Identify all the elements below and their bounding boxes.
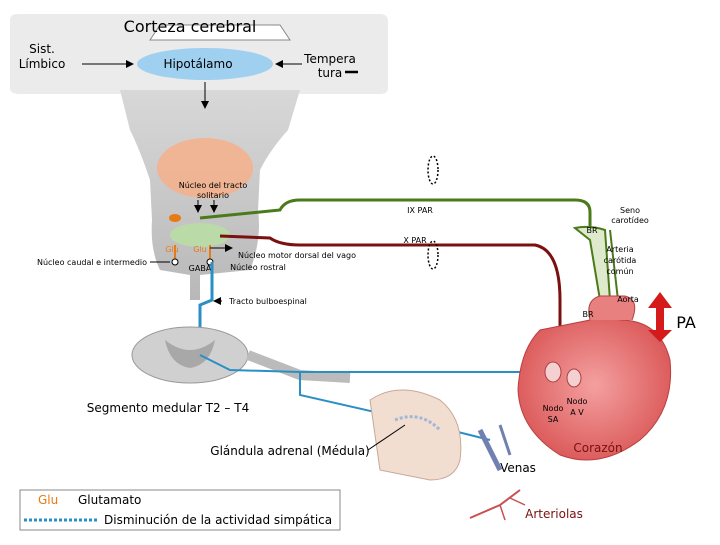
svg-text:tura: tura xyxy=(318,66,343,80)
svg-text:SA: SA xyxy=(548,415,559,424)
rostral-nucleus-label: Núcleo rostral xyxy=(230,263,286,272)
glu-label-right: Glu xyxy=(193,245,207,254)
spinal-cord-segment xyxy=(131,326,351,384)
adrenal-gland xyxy=(369,389,462,481)
svg-text:Núcleo del tracto: Núcleo del tracto xyxy=(179,181,248,190)
title-box xyxy=(149,24,291,41)
nts-region xyxy=(157,138,253,198)
legend-glu-abbr: Glu xyxy=(38,493,58,507)
limbic-label: Sist. Límbico xyxy=(19,42,66,71)
adrenal-pointer xyxy=(367,424,406,451)
legend-glu-text: Glutamato xyxy=(78,493,141,507)
legend-dashed-text: Disminución de la actividad simpática xyxy=(104,513,332,527)
pa-indicator xyxy=(648,292,672,342)
aorta-label: Aorta xyxy=(617,295,639,304)
ix-par-nerve xyxy=(199,198,592,228)
ix-par-label: IX PAR xyxy=(407,206,433,215)
legend: Glu Glutamato Disminución de la activida… xyxy=(19,489,341,531)
veins-branch xyxy=(498,424,512,456)
title: Corteza cerebral xyxy=(124,17,257,36)
svg-text:Arteria: Arteria xyxy=(606,245,633,254)
arterioles xyxy=(469,489,526,521)
svg-text:Nodo: Nodo xyxy=(543,404,564,413)
arterioles-label: Arteriolas xyxy=(525,507,583,521)
gaba-label: GABA xyxy=(189,264,212,273)
caudal-nucleus-label: Núcleo caudal e intermedio xyxy=(37,258,147,267)
svg-text:carotídeo: carotídeo xyxy=(611,216,649,225)
svg-text:carótida: carótida xyxy=(604,255,637,265)
common-carotid-label: Arteria carótida común xyxy=(604,245,637,276)
glu-label-left: Glu xyxy=(165,245,179,254)
x-par-label: X PAR xyxy=(403,236,427,245)
svg-text:Sist.: Sist. xyxy=(29,42,55,56)
av-node-label: Nodo A V xyxy=(567,397,588,417)
segment-label: Segmento medular T2 – T4 xyxy=(87,401,249,415)
veins xyxy=(477,428,503,472)
svg-text:común: común xyxy=(606,267,633,276)
carotid-sinus-label: Seno carotídeo xyxy=(611,206,649,225)
nerve-section-upper xyxy=(427,155,439,185)
pa-label: PA xyxy=(676,313,696,332)
heart xyxy=(517,295,672,461)
legend-box xyxy=(19,489,341,531)
nts-label: Núcleo del tracto solitario xyxy=(179,181,248,200)
hypothalamus xyxy=(137,48,273,80)
temperature-label: Tempera tura xyxy=(303,52,356,80)
veins-label: Venas xyxy=(500,461,536,475)
adrenal-label: Glándula adrenal (Médula) xyxy=(210,444,369,458)
baroreceptor-bottom-label: BR xyxy=(582,310,593,319)
svg-text:solitario: solitario xyxy=(197,191,229,200)
bulbospinal-label: Tracto bulboespinal xyxy=(228,297,307,306)
heart-label: Corazón xyxy=(573,441,622,455)
svg-text:Nodo: Nodo xyxy=(567,397,588,406)
carotid-wall xyxy=(609,229,619,301)
sympathetic-cardiac xyxy=(199,354,540,373)
nts-neuron xyxy=(169,214,181,222)
baroreceptor-top-label: BR xyxy=(586,226,597,235)
motor-vagus-label: Núcleo motor dorsal del vago xyxy=(238,251,356,260)
x-par-nerve xyxy=(219,234,562,380)
svg-text:A V: A V xyxy=(570,408,584,417)
svg-text:Seno: Seno xyxy=(620,206,640,215)
hypothalamus-label: Hipotálamo xyxy=(163,57,232,71)
brain-region: Corteza cerebral xyxy=(10,14,388,300)
svg-text:Límbico: Límbico xyxy=(19,57,66,71)
medulla-region xyxy=(170,223,230,247)
svg-text:Tempera: Tempera xyxy=(303,52,356,66)
nerve-section-lower xyxy=(427,240,439,270)
sa-node-label: Nodo SA xyxy=(543,404,564,424)
